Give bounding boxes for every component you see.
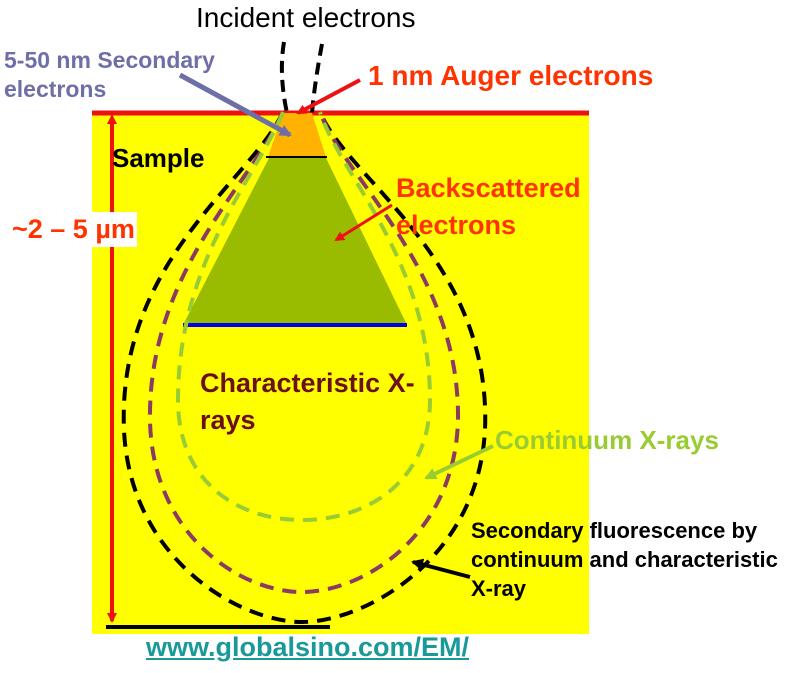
auger-zone xyxy=(268,113,326,157)
fluorescence-arrow xyxy=(411,558,471,579)
auger-arrow xyxy=(296,78,361,115)
secondary-fluorescence-label: Secondary fluorescence by continuum and … xyxy=(471,518,778,601)
characteristic-boundary xyxy=(147,111,461,595)
backscatter-arrow xyxy=(334,203,393,242)
depth-label: ~2 – 5 µm xyxy=(10,212,137,247)
incident-beam-left xyxy=(279,41,289,114)
auger-electrons-label: 1 nm Auger electrons xyxy=(368,60,654,91)
fluorescence-boundary xyxy=(121,111,488,625)
backscattered-electrons-label: Backscattered electrons xyxy=(396,173,581,240)
continuum-boundary xyxy=(175,111,433,523)
secondary-electrons-label: 5-50 nm Secondary electrons xyxy=(4,47,215,102)
incident-electrons-label: Incident electrons xyxy=(196,2,416,33)
continuum-xrays-label: Continuum X-rays xyxy=(495,425,719,455)
source-url-link[interactable]: www.globalsino.com/EM/ xyxy=(146,632,470,662)
backscatter-zone xyxy=(183,158,407,325)
secondary-arrow xyxy=(178,72,292,138)
sample-label: Sample xyxy=(112,143,205,173)
continuum-arrow xyxy=(424,444,494,480)
characteristic-xrays-label: Characteristic X-rays xyxy=(200,368,415,435)
